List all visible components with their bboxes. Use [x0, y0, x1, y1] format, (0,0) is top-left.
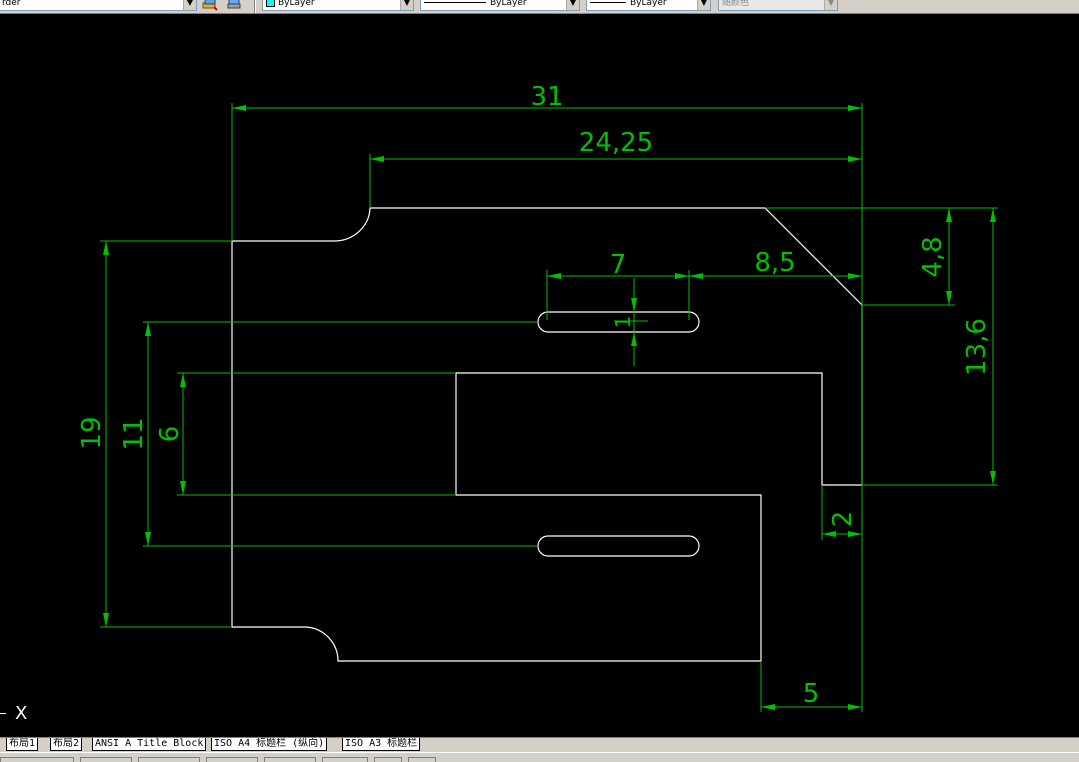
linetype-sample-icon — [424, 2, 486, 3]
color-combo-text: ByLayer — [278, 0, 315, 8]
dim-5-text: 5 — [803, 679, 820, 709]
dim-4-8-text: 4,8 — [918, 236, 948, 277]
status-button-polar[interactable] — [264, 757, 316, 762]
lineweight-combo-text: ByLayer — [630, 0, 667, 8]
status-button-lwt[interactable] — [408, 757, 436, 762]
part-outline — [231, 207, 863, 662]
status-coordinates — [0, 757, 74, 762]
status-button-otrack[interactable] — [374, 757, 402, 762]
dim-2-text: 2 — [828, 511, 858, 528]
layer-combo[interactable]: rder ▼ — [0, 0, 197, 11]
dim-7-text: 7 — [610, 250, 627, 280]
dim-13-6-text: 13,6 — [962, 318, 992, 376]
tab-layout1[interactable]: 布局1 — [6, 738, 39, 751]
tab-ansi-a-title-block[interactable]: ANSI A Title Block — [92, 738, 207, 751]
status-button-snap[interactable] — [80, 757, 132, 762]
dim-11-text: 11 — [119, 417, 149, 450]
dim-1-text: 1 — [611, 316, 635, 329]
lineweight-combo[interactable]: ByLayer ▼ — [586, 0, 711, 11]
tab-iso-a4-title-block-portrait[interactable]: ISO A4 标题栏 (纵向) — [211, 738, 328, 751]
dim-8-5-text: 8,5 — [754, 248, 795, 278]
ucs-x-label: X — [15, 703, 28, 724]
color-combo-arrow-icon[interactable]: ▼ — [400, 0, 413, 10]
status-button-grid[interactable] — [138, 757, 200, 762]
linetype-combo-arrow-icon[interactable]: ▼ — [566, 0, 579, 10]
color-combo[interactable]: ByLayer ▼ — [262, 0, 414, 11]
linetype-combo[interactable]: ByLayer ▼ — [420, 0, 580, 11]
plotstyle-combo-text: 随颜色 — [722, 0, 750, 8]
layout-tab-bar: 布局1 布局2 ANSI A Title Block ISO A4 标题栏 (纵… — [0, 737, 1079, 752]
dimension-texts: 31 24,25 7 8,5 1 4,8 13,6 19 11 6 2 5 — [77, 82, 992, 709]
tab-iso-a3-title-block[interactable]: ISO A3 标题栏 — [342, 738, 421, 751]
lineweight-combo-arrow-icon[interactable]: ▼ — [697, 0, 710, 10]
slot-lower — [537, 535, 700, 557]
drawing-canvas[interactable]: 31 24,25 7 8,5 1 4,8 13,6 19 11 6 2 5 — [0, 14, 1079, 737]
plotstyle-combo-arrow-icon: ▼ — [824, 0, 837, 10]
ucs-axis-line — [0, 713, 6, 714]
color-swatch-icon — [266, 0, 275, 7]
tab-layout2[interactable]: 布局2 — [50, 738, 83, 751]
layer-previous-icon[interactable] — [226, 0, 242, 11]
layer-combo-arrow-icon[interactable]: ▼ — [183, 0, 196, 10]
lineweight-sample-icon — [590, 2, 626, 3]
dimension-lines — [100, 103, 998, 712]
linetype-combo-text: ByLayer — [490, 0, 527, 8]
layer-combo-text: rder — [2, 0, 21, 8]
dim-24-25-text: 24,25 — [579, 128, 653, 158]
dim-31-text: 31 — [530, 82, 563, 112]
make-object-layer-current-icon[interactable] — [202, 0, 218, 11]
plotstyle-combo: 随颜色 ▼ — [718, 0, 838, 11]
status-bar — [0, 752, 1079, 762]
toolbar-separator — [254, 0, 256, 13]
status-button-osnap[interactable] — [322, 757, 368, 762]
properties-toolbar: rder ▼ ByLayer ▼ ByLayer ▼ ByLayer ▼ 随颜色… — [0, 0, 1079, 14]
dim-19-text: 19 — [77, 416, 107, 449]
dim-6-text: 6 — [155, 426, 185, 443]
status-button-ortho[interactable] — [206, 757, 258, 762]
